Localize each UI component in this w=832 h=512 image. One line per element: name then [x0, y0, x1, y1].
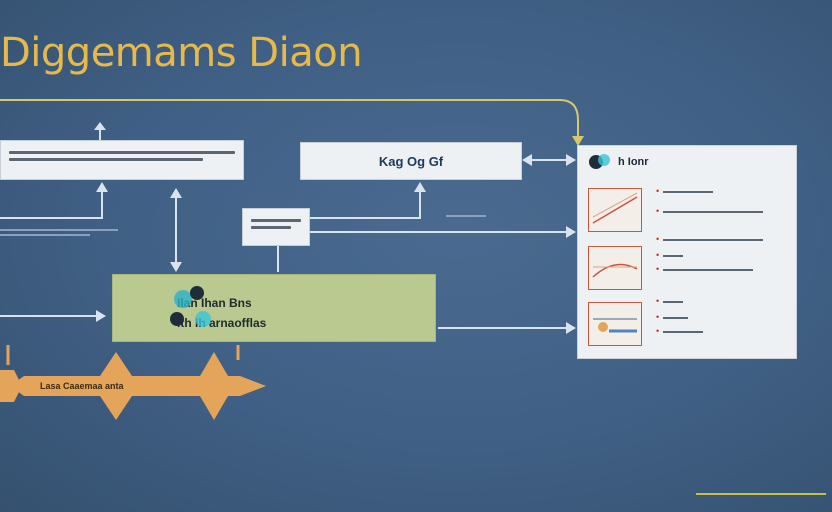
process-band-label: Lasa Caaemaa anta: [40, 381, 124, 391]
footer-caption: [696, 489, 826, 498]
top-loop-connector: [0, 99, 579, 140]
thumbnail-1: [588, 188, 642, 232]
center-annotation: [446, 212, 486, 220]
right-panel-header: h Ionr: [618, 156, 649, 168]
right-panel: h Ionr: [577, 145, 797, 359]
thumbnail-3: [588, 302, 642, 346]
mid-small-box: [242, 208, 310, 246]
left-annotation: [0, 226, 120, 239]
top-center-box: Kag Og Gf: [300, 142, 522, 180]
diagram-title: Diggemams Diaon: [0, 30, 363, 76]
top-center-box-label: Kag Og Gf: [378, 153, 444, 169]
top-left-box: [0, 140, 244, 180]
green-process-box: Ilan Ihan Bns Ith Ih arnaofflas: [112, 274, 436, 342]
top-loop-arrowhead: [572, 136, 584, 146]
cluster-icon: [170, 286, 211, 327]
thumbnail-2: [588, 246, 642, 290]
panel-logo-icon: [589, 154, 610, 169]
